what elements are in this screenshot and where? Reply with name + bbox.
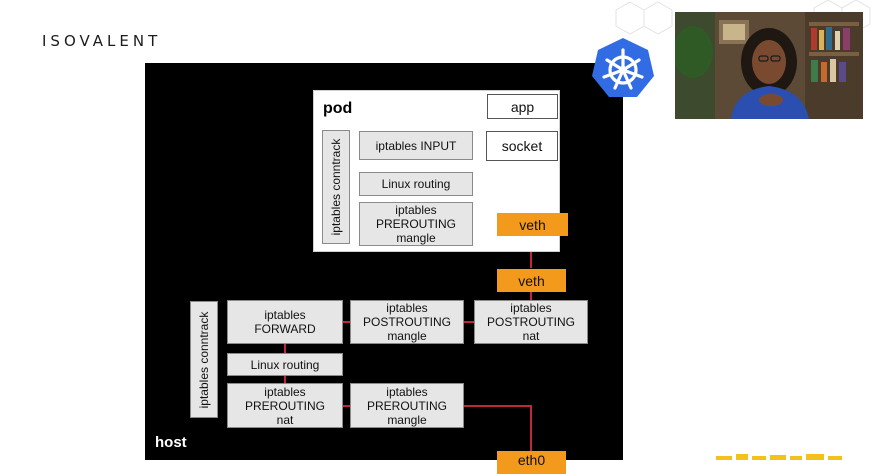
presenter-webcam bbox=[675, 12, 863, 119]
host-iptables-forward-box: iptables FORWARD bbox=[227, 300, 343, 344]
host-label: host bbox=[155, 434, 187, 451]
host-postrouting-nat-box: iptables POSTROUTING nat bbox=[474, 300, 588, 344]
pod-label: pod bbox=[323, 100, 353, 117]
pod-namespace: pod app socket iptables conntrack iptabl… bbox=[313, 90, 568, 252]
pod-conntrack-box: iptables conntrack bbox=[322, 130, 350, 244]
presenter-image bbox=[675, 12, 863, 119]
host-prerouting-mangle-box: iptables PREROUTING mangle bbox=[350, 383, 464, 428]
packet-flow-diagram: pod app socket iptables conntrack iptabl… bbox=[145, 63, 623, 474]
host-postrouting-mangle-box: iptables POSTROUTING mangle bbox=[350, 300, 464, 344]
pod-iptables-input-box: iptables INPUT bbox=[359, 131, 473, 160]
host-linux-routing-box: Linux routing bbox=[227, 353, 343, 376]
isovalent-logo: ISOVALENT bbox=[42, 32, 162, 50]
host-conntrack-label: iptables conntrack bbox=[197, 311, 211, 408]
socket-box: socket bbox=[486, 131, 558, 161]
eth0-box: eth0 bbox=[497, 451, 566, 474]
footer-text-fragment bbox=[716, 454, 842, 460]
kubernetes-helm-icon bbox=[592, 38, 654, 97]
app-box: app bbox=[487, 94, 558, 119]
pod-conntrack-label: iptables conntrack bbox=[329, 138, 343, 236]
pod-linux-routing-box: Linux routing bbox=[359, 172, 473, 196]
host-prerouting-nat-box: iptables PREROUTING nat bbox=[227, 383, 343, 428]
pod-prerouting-mangle-box: iptables PREROUTING mangle bbox=[359, 202, 473, 246]
host-veth-box: veth bbox=[497, 269, 566, 292]
pod-veth-box: veth bbox=[497, 213, 568, 236]
host-conntrack-box: iptables conntrack bbox=[190, 301, 218, 418]
